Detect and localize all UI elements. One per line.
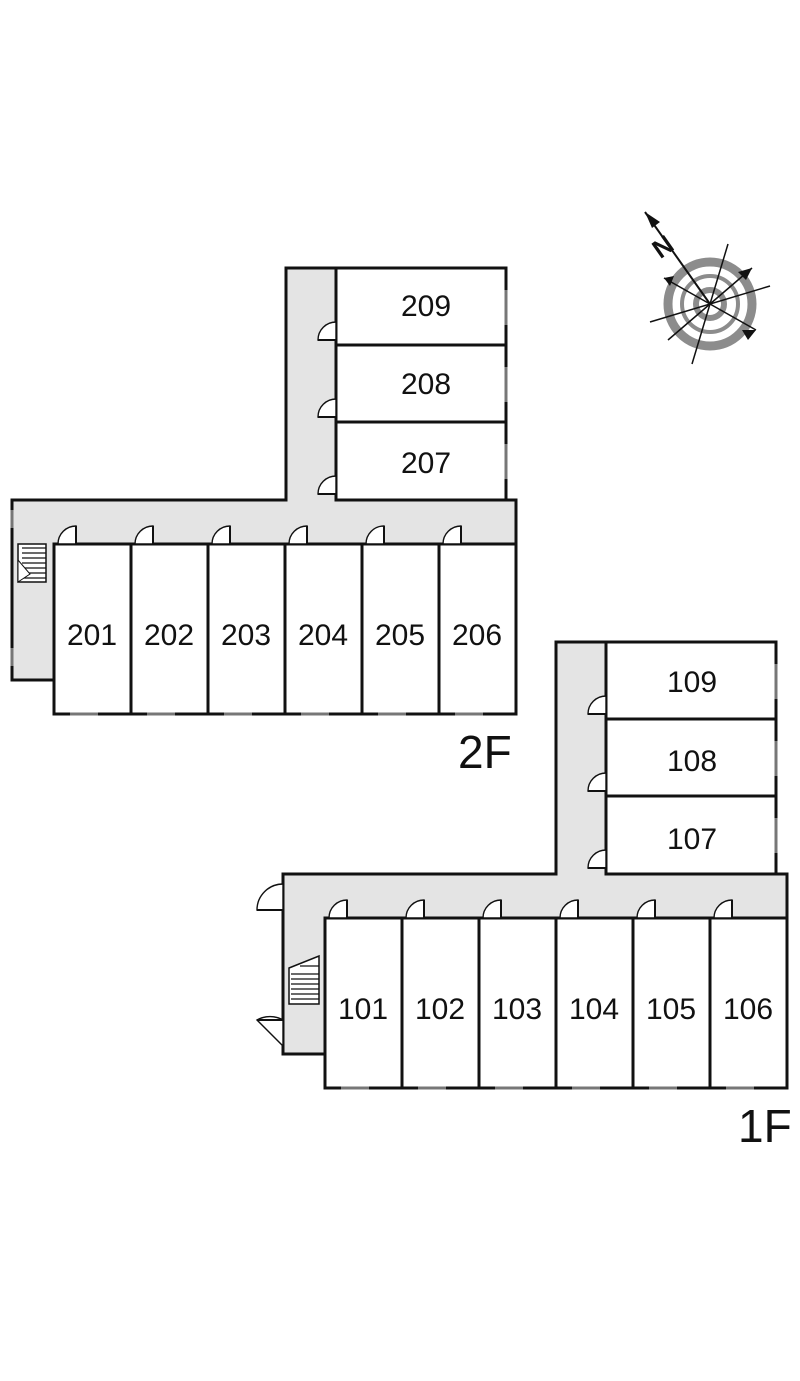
floor-label-2f: 2F bbox=[458, 726, 512, 778]
room-label: 106 bbox=[723, 993, 773, 1026]
room-label: 205 bbox=[375, 619, 425, 652]
room-107[interactable] bbox=[604, 794, 778, 876]
room-label: 202 bbox=[144, 619, 194, 652]
room-label: 206 bbox=[452, 619, 502, 652]
room-label: 109 bbox=[667, 666, 717, 699]
windows-2f bbox=[10, 290, 508, 716]
doors-1f bbox=[255, 695, 733, 1048]
room-103[interactable] bbox=[477, 916, 558, 1090]
room-label: 104 bbox=[569, 993, 619, 1026]
room-label: 105 bbox=[646, 993, 696, 1026]
floor-1f: 101 102 103 104 105 106 107 108 109 1F bbox=[255, 640, 792, 1152]
room-label: 107 bbox=[667, 823, 717, 856]
room-label: 103 bbox=[492, 993, 542, 1026]
room-206[interactable] bbox=[437, 542, 518, 716]
doors-2f bbox=[57, 321, 462, 545]
windows-1f bbox=[341, 664, 778, 1090]
room-102[interactable] bbox=[400, 916, 481, 1090]
room-label: 102 bbox=[415, 993, 465, 1026]
room-101[interactable] bbox=[323, 916, 404, 1090]
room-label: 203 bbox=[221, 619, 271, 652]
room-label: 209 bbox=[401, 290, 451, 323]
compass-north-letter: N bbox=[647, 229, 680, 264]
room-207[interactable] bbox=[334, 420, 508, 502]
compass-rose-icon: N bbox=[644, 211, 771, 365]
room-label: 101 bbox=[338, 993, 388, 1026]
stairs-2f bbox=[17, 543, 47, 583]
room-label: 207 bbox=[401, 447, 451, 480]
room-label: 108 bbox=[667, 745, 717, 778]
room-label: 208 bbox=[401, 368, 451, 401]
room-202[interactable] bbox=[129, 542, 210, 716]
floor-label-1f: 1F bbox=[738, 1100, 792, 1152]
floor-2f: 201 202 203 204 205 206 207 208 209 2F bbox=[10, 266, 518, 778]
stairs-1f bbox=[288, 954, 320, 1005]
room-label: 201 bbox=[67, 619, 117, 652]
room-104[interactable] bbox=[554, 916, 635, 1090]
room-106[interactable] bbox=[708, 916, 789, 1090]
room-label: 204 bbox=[298, 619, 348, 652]
room-105[interactable] bbox=[631, 916, 712, 1090]
